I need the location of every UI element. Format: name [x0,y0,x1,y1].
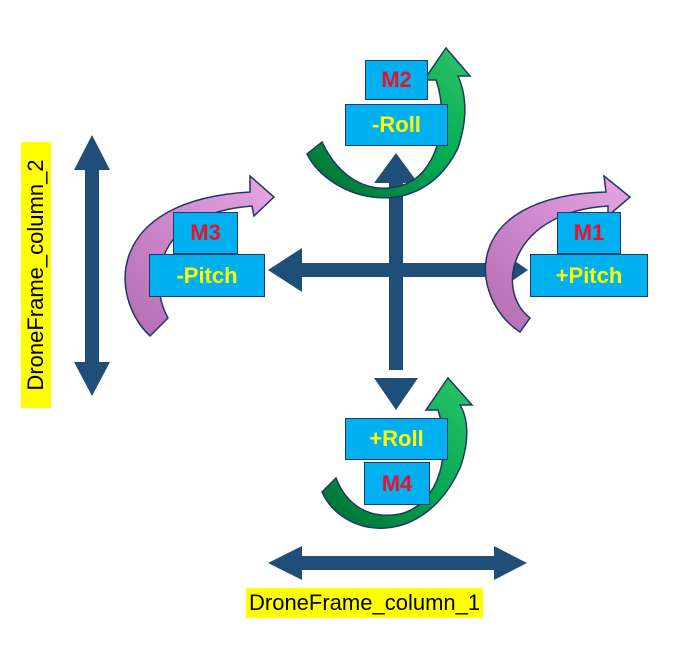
frame-column-1-label: DroneFrame_column_1 [246,588,484,618]
motor-m3-box: M3 [173,212,238,254]
motor-m4-box: M4 [364,462,430,505]
m1-rotation-arrow [484,174,632,334]
roll-axis-arrow [374,153,418,410]
pitch-negative-box: -Pitch [149,254,265,297]
m4-rotation-arrow [321,376,474,529]
frame-column-2-label: DroneFrame_column_2 [21,142,51,408]
roll-positive-box: +Roll [345,418,448,460]
roll-negative-box: -Roll [345,104,448,146]
motor-m1-box: M1 [557,212,621,254]
motor-m2-box: M2 [365,60,428,100]
frame-column-1-arrow [268,546,527,580]
pitch-positive-box: +Pitch [530,254,648,297]
m2-rotation-arrow [306,46,472,199]
frame-column-2-arrow [74,135,110,396]
